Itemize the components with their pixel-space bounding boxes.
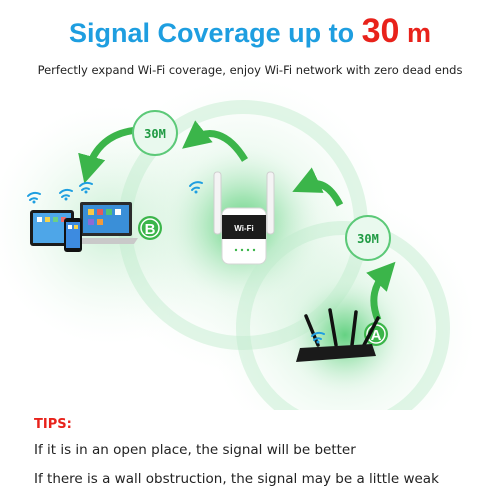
wifi-signal-icon [189,181,203,194]
point-b-label: B [145,221,156,238]
point-b-marker: B [138,216,162,240]
headline: Signal Coverage up to 30 m [0,12,500,51]
range-label-right: 30M [357,232,379,246]
curved-arrow-icon [292,167,344,207]
phone-icon [64,218,82,252]
subtitle: Perfectly expand Wi-Fi coverage, enjoy W… [37,63,463,77]
wifi-signal-icon [311,331,325,344]
repeater-icon: Wi-Fi [213,171,275,265]
wifi-signal-icon [79,181,93,194]
range-badge-right: 30M [345,215,391,261]
point-a-label: A [371,327,382,344]
curved-arrow-icon [366,261,396,322]
headline-unit: m [406,18,431,48]
headline-prefix: Signal Coverage up to [69,18,355,48]
laptop-icon [74,202,138,244]
router-icon [296,308,380,362]
wifi-signal-icon [27,191,41,204]
curved-arrow-icon [78,126,139,184]
curved-arrow-icon [182,120,248,162]
range-label-top: 30M [144,127,166,141]
wifi-signal-icon [59,188,73,201]
tip-line: If it is in an open place, the signal wi… [34,442,356,458]
range-badge-top: 30M [132,110,178,156]
tips-title: TIPS: [34,417,72,432]
coverage-illustration: 30M 30M B A Wi-Fi [0,77,475,410]
repeater-brand: Wi-Fi [234,224,253,233]
tip-line: If there is a wall obstruction, the sign… [34,471,439,487]
headline-number: 30 [361,12,400,50]
